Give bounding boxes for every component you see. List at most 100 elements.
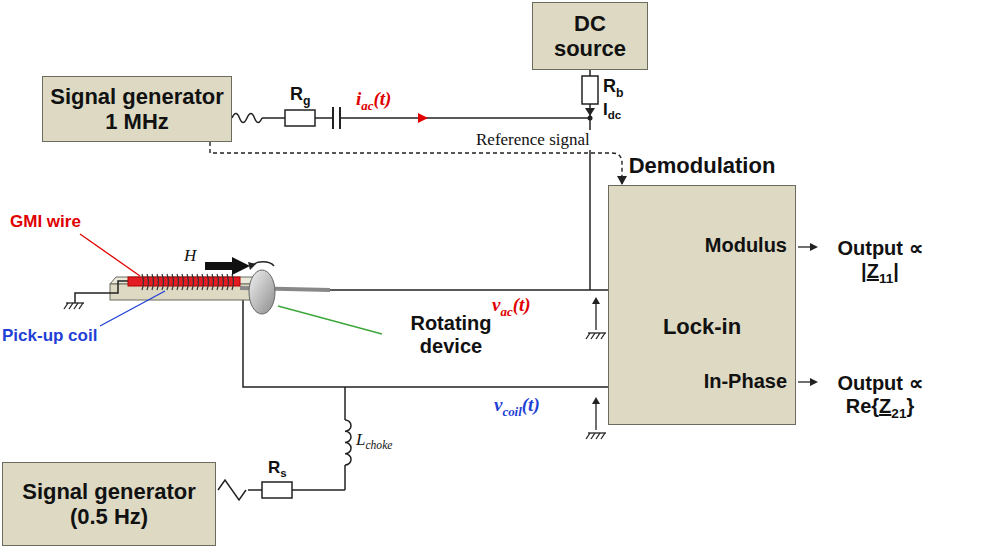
coil-wire <box>243 300 608 387</box>
leader-line <box>80 234 140 276</box>
coil-windings <box>142 274 144 290</box>
sine-symbol <box>232 114 262 123</box>
ground-symbol <box>64 303 68 309</box>
coil-windings <box>167 274 169 290</box>
coil-windings <box>157 274 159 290</box>
coil-windings <box>197 274 199 290</box>
signal-wire <box>330 289 608 291</box>
resistor-symbol <box>262 482 292 498</box>
coil-windings <box>147 274 149 290</box>
ground-symbol <box>601 333 605 339</box>
ground-symbol <box>74 303 78 309</box>
coil-wire <box>243 300 608 490</box>
ground-symbol <box>591 333 595 339</box>
coil-windings <box>207 274 209 290</box>
current-label: Idc <box>603 100 621 120</box>
ground-symbol <box>596 433 600 439</box>
voltage-arrow <box>592 297 600 304</box>
part-name: Rotating device <box>386 312 516 358</box>
ground-symbol <box>586 433 606 439</box>
output-arrow <box>798 246 812 247</box>
ground-symbol <box>588 432 606 433</box>
leader-line <box>278 306 382 334</box>
output-label: Output ∝ Re{Z21} <box>820 371 940 418</box>
part-name: Pick-up coil <box>2 326 97 346</box>
ground-symbol <box>79 303 83 309</box>
ac-wire <box>315 117 333 119</box>
voltage-arrow <box>595 302 596 330</box>
field-arrow <box>205 257 250 275</box>
coil-wire <box>292 489 345 491</box>
coil-wire <box>344 387 346 420</box>
ground-symbol <box>586 333 606 339</box>
signal-name: iac(t) <box>356 88 391 110</box>
capacitor-symbol <box>332 107 334 129</box>
block-title: Lock-in <box>609 314 795 340</box>
instrument-box: Signal generator 1 MHz <box>42 76 232 142</box>
current-arrow <box>585 108 595 116</box>
current-arrow <box>418 113 428 123</box>
coil-windings <box>212 274 214 290</box>
voltage-arrow <box>595 402 596 430</box>
inductor-label: Lchoke <box>356 430 392 450</box>
coil-windings <box>142 274 234 290</box>
coil-windings <box>217 274 219 290</box>
ground-symbol <box>66 302 84 303</box>
resistor-label: Rs <box>268 458 287 478</box>
output-arrow <box>798 381 812 382</box>
ground-symbol <box>601 433 605 439</box>
port-label: Modulus <box>705 234 787 257</box>
edge-label: Reference signal <box>474 130 592 150</box>
lock-in-box: DemodulationModulusLock-inIn-Phase <box>608 185 796 425</box>
ground-wire <box>75 281 128 303</box>
part-name: GMI wire <box>10 212 81 232</box>
output-arrow <box>810 243 818 251</box>
coil-windings <box>232 274 234 290</box>
coil-windings <box>152 274 154 290</box>
output-label: Output ∝ |Z11| <box>820 236 940 283</box>
port-label: In-Phase <box>704 370 787 393</box>
capacitor-symbol <box>339 107 341 129</box>
ground-symbol <box>591 433 595 439</box>
coil-windings <box>187 274 189 290</box>
box-title: Signal generator 1 MHz <box>49 84 225 135</box>
coil-windings <box>162 274 164 290</box>
field-label: H <box>184 246 196 266</box>
rotation-arrow <box>248 262 256 270</box>
coil-windings <box>227 274 229 290</box>
heading-text: Demodulation <box>609 153 795 179</box>
ground-symbol <box>586 333 590 339</box>
voltage-arrow <box>592 397 600 404</box>
instrument-box: DC source <box>532 2 648 70</box>
rotating-disk <box>249 270 275 314</box>
dc-wire <box>589 70 591 76</box>
arrow-head <box>617 176 627 185</box>
signal-name: vcoil(t) <box>494 394 540 416</box>
resistor-label: Rg <box>290 84 310 105</box>
ground-symbol <box>64 303 84 309</box>
ground-symbol <box>586 433 590 439</box>
triangle-symbol <box>218 480 246 500</box>
ground-symbol <box>596 333 600 339</box>
resistor-label: Rb <box>603 76 623 97</box>
ground-symbol <box>69 303 73 309</box>
box-title: DC source <box>539 11 641 62</box>
leader-line <box>100 291 165 326</box>
ac-wire <box>262 117 285 119</box>
coil-windings <box>202 274 204 290</box>
coil-wire <box>344 465 346 490</box>
coil-windings <box>192 274 194 290</box>
signal-name: vac(t) <box>492 294 531 316</box>
voltage-arrow <box>595 402 596 430</box>
coil-windings <box>177 274 179 290</box>
coil-windings <box>182 274 184 290</box>
instrument-box: Signal generator (0.5 Hz) <box>2 462 216 546</box>
resistor-symbol <box>285 110 315 126</box>
capacitor-symbol <box>333 107 340 129</box>
choke-symbol <box>345 420 351 465</box>
coil-windings <box>222 274 224 290</box>
box-title: Signal generator (0.5 Hz) <box>9 479 209 530</box>
coil-windings <box>172 274 174 290</box>
ground-symbol <box>588 332 606 333</box>
output-arrow <box>810 378 818 386</box>
